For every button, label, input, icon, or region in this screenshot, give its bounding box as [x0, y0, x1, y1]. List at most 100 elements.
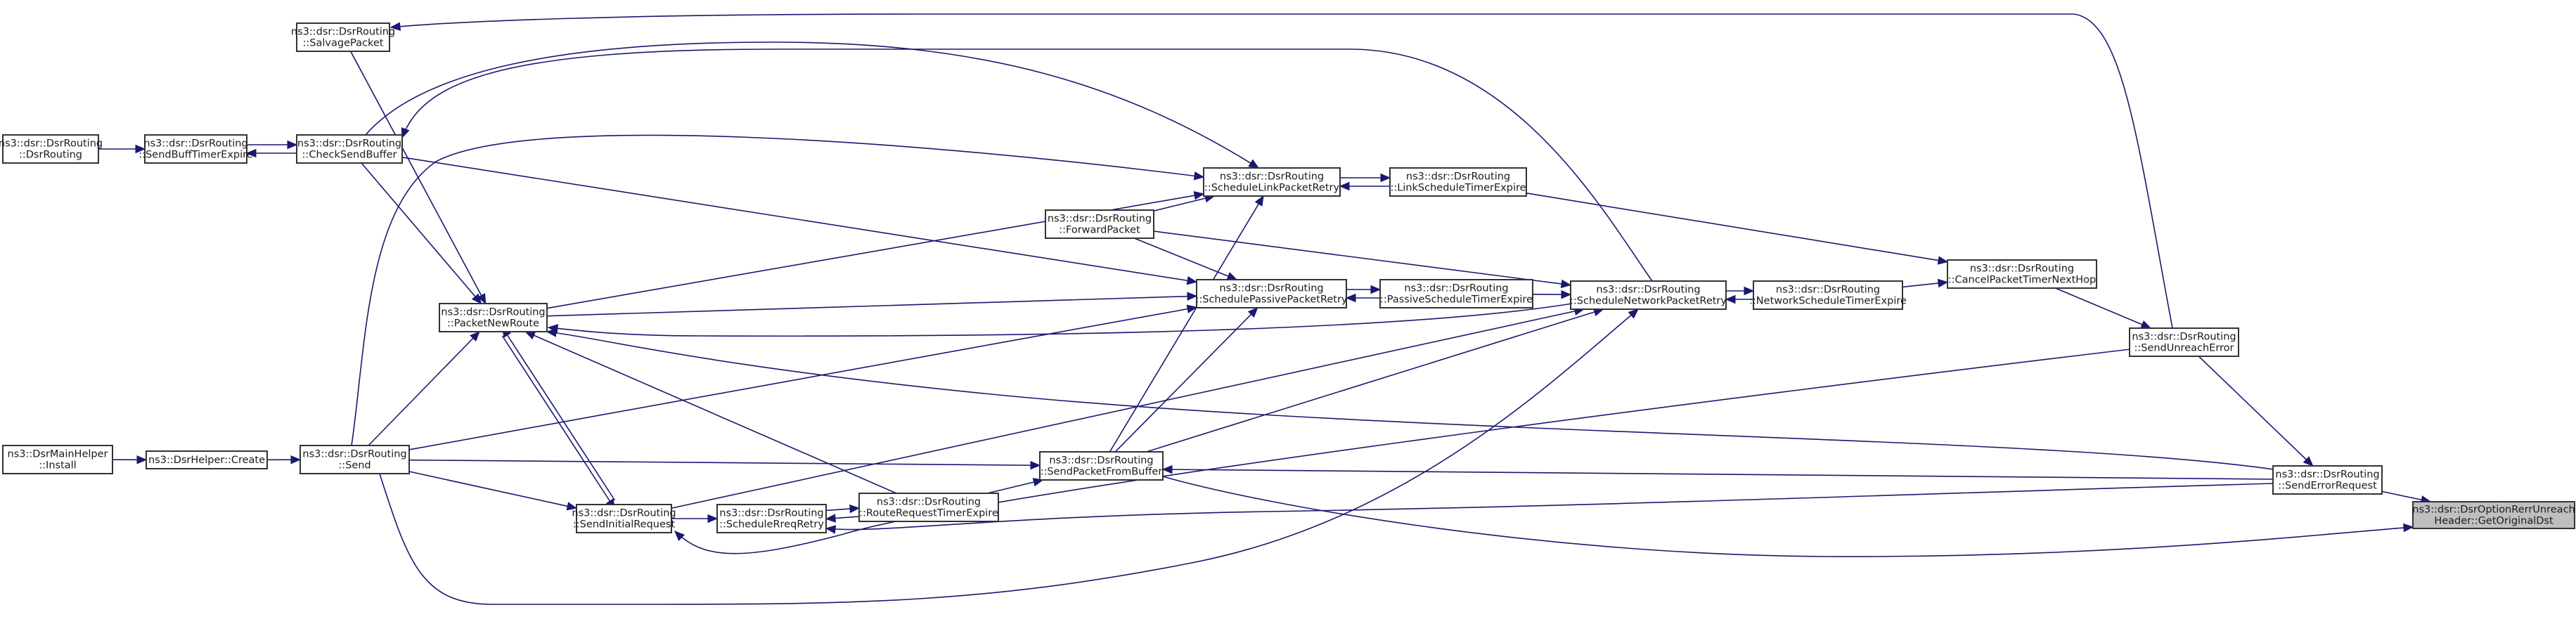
node-LinkScheduleTimerExpire[interactable]: ns3::dsr::DsrRouting::LinkScheduleTimerE… — [1389, 167, 1527, 197]
edge-ScheduleNetworkPacketRetry-to-NetworkScheduleTimerExpire — [1726, 286, 1755, 296]
node-SendErrorRequest[interactable]: ns3::dsr::DsrRouting::SendErrorRequest — [2272, 465, 2383, 495]
node-SendBuffTimerExpire[interactable]: ns3::dsr::DsrRouting::SendBuffTimerExpir… — [139, 134, 253, 164]
node-CancelPacketTimerNextHop[interactable]: ns3::dsr::DsrRouting::CancelPacketTimerN… — [1947, 259, 2097, 289]
edge-ScheduleRreqRetry-to-RouteRequestTimerExpire — [825, 504, 861, 514]
node-label-line: ns3::dsr::DsrRouting — [1048, 214, 1152, 225]
edge-Install-to-Create — [112, 455, 148, 464]
node-box — [1203, 167, 1341, 197]
edge-line — [365, 41, 1259, 169]
node-label-line: ::ScheduleNetworkPacketRetry — [1570, 296, 1727, 307]
node-PassiveScheduleTimerExpire[interactable]: ns3::dsr::DsrRouting::PassiveScheduleTim… — [1379, 279, 1533, 308]
edge-line — [1109, 195, 1264, 453]
node-label-line: ns3::dsr::DsrRouting — [877, 497, 981, 508]
node-box — [296, 22, 390, 52]
edge-line — [1162, 469, 2274, 480]
node-label-line: ::SalvagePacket — [303, 38, 384, 49]
edge-Send-to-SchedulePassivePacketRetry — [408, 304, 1198, 450]
node-ForwardPacket[interactable]: ns3::dsr::DsrRouting::ForwardPacket — [1045, 209, 1154, 239]
arrowhead-icon — [1254, 195, 1264, 207]
edge-SendUnreachError-to-SendErrorRequest — [2198, 356, 2314, 467]
arrowhead-icon — [389, 22, 401, 31]
node-box — [716, 504, 827, 533]
edge-SendErrorRequest-to-ScheduleRreqRetry — [825, 483, 2274, 534]
node-SalvagePacket[interactable]: ns3::dsr::DsrRouting::SalvagePacket — [291, 22, 395, 52]
edge-Create-to-Send — [266, 455, 302, 464]
arrowhead-icon — [1193, 191, 1205, 200]
node-box — [1379, 279, 1533, 308]
node-label-line: ns3::DsrMainHelper — [8, 449, 108, 460]
arrowhead-icon — [470, 331, 480, 342]
node-label-line: ::ScheduleRreqRetry — [719, 519, 824, 531]
node-label-line: ::RouteRequestTimerExpire — [859, 508, 998, 519]
node-label-line: ns3::dsr::DsrRouting — [291, 27, 395, 38]
node-SendPacketFromBuffer[interactable]: ns3::dsr::DsrRouting::SendPacketFromBuff… — [1039, 451, 1164, 481]
node-label-line: ns3::dsr::DsrRouting — [1404, 283, 1508, 294]
node-label-line: ::SchedulePassivePacketRetry — [1195, 294, 1347, 306]
node-NetworkScheduleTimerExpire[interactable]: ns3::dsr::DsrRouting::NetworkScheduleTim… — [1749, 280, 1907, 310]
arrowhead-icon — [1725, 294, 1736, 304]
node-Create[interactable]: ns3::DsrHelper::Create — [146, 450, 268, 469]
node-PacketNewRoute[interactable]: ns3::dsr::DsrRouting::PacketNewRoute — [439, 303, 548, 332]
node-box — [858, 493, 999, 522]
node-label-line: ns3::dsr::DsrOptionRerrUnreach — [2412, 505, 2575, 516]
edge-ScheduleNetworkPacketRetry-to-PacketNewRoute — [547, 303, 1573, 337]
edge-Send-to-SendInitialRequest — [408, 471, 578, 511]
arrowhead-icon — [1937, 278, 1949, 288]
node-label-line: ::NetworkScheduleTimerExpire — [1749, 296, 1907, 307]
arrowhead-icon — [290, 455, 302, 464]
node-label-line: ::LinkScheduleTimerExpire — [1390, 183, 1526, 194]
node-label-line: ns3::dsr::DsrRouting — [1049, 455, 1153, 467]
edge-PassiveScheduleTimerExpire-to-SchedulePassivePacketRetry — [1345, 293, 1380, 303]
edge-SendInitialRequest-to-PacketNewRoute — [501, 326, 616, 501]
node-SendUnreachError[interactable]: ns3::dsr::DsrRouting::SendUnreachError — [2129, 327, 2239, 357]
arrowhead-icon — [1226, 272, 1238, 280]
node-label-line: ns3::dsr::DsrRouting — [1776, 285, 1880, 296]
node-label-line: ns3::dsr::DsrRouting — [2275, 469, 2379, 481]
node-CheckSendBuffer[interactable]: ns3::dsr::DsrRouting::CheckSendBuffer — [296, 134, 403, 164]
edge-SendErrorRequest-to-PacketNewRoute — [546, 328, 2274, 470]
node-ScheduleLinkPacketRetry[interactable]: ns3::dsr::DsrRouting::ScheduleLinkPacket… — [1203, 167, 1341, 197]
edge-line — [1162, 476, 2414, 557]
arrowhead-icon — [547, 324, 559, 333]
edge-line — [1153, 230, 1571, 286]
edge-line — [1134, 238, 1237, 280]
edge-CancelPacketTimerNextHop-to-SendUnreachError — [2055, 287, 2152, 329]
arrowhead-icon — [1744, 286, 1755, 296]
node-box — [1389, 167, 1527, 197]
node-ScheduleNetworkPacketRetry[interactable]: ns3::dsr::DsrRouting::ScheduleNetworkPac… — [1570, 280, 1727, 310]
arrowhead-icon — [2140, 320, 2152, 329]
edge-PacketNewRoute-to-ScheduleLinkPacketRetry — [546, 191, 1205, 309]
node-SchedulePassivePacketRetry[interactable]: ns3::dsr::DsrRouting::SchedulePassivePac… — [1195, 279, 1348, 308]
edge-RouteRequestTimerExpire-to-PacketNewRoute — [524, 331, 897, 494]
arrowhead-icon — [1628, 308, 1639, 319]
edge-line — [408, 471, 577, 509]
node-Send[interactable]: ns3::dsr::DsrRouting::Send — [300, 445, 410, 474]
node-DsrRouting[interactable]: ns3::dsr::DsrRouting::DsrRouting — [0, 134, 103, 164]
node-label-line: ::Send — [338, 460, 371, 472]
node-box — [2412, 501, 2575, 529]
edge-CheckSendBuffer-to-ScheduleLinkPacketRetry — [365, 41, 1260, 169]
node-RouteRequestTimerExpire[interactable]: ns3::dsr::DsrRouting::RouteRequestTimerE… — [858, 493, 999, 522]
edges-layer — [98, 13, 2432, 605]
node-Install[interactable]: ns3::DsrMainHelper::Install — [2, 445, 113, 474]
edge-line — [525, 331, 897, 494]
node-label-line: ns3::dsr::DsrRouting — [143, 138, 247, 150]
node-label-line: ::SendPacketFromBuffer — [1041, 467, 1163, 478]
arrowhead-icon — [524, 331, 536, 340]
node-box — [1039, 451, 1164, 481]
node-box — [576, 504, 672, 533]
arrowhead-icon — [477, 293, 487, 305]
node-label-line: ::SendBuffTimerExpire — [139, 150, 252, 161]
arrowhead-icon — [1370, 285, 1382, 294]
node-label-line: ::SendUnreachError — [2134, 343, 2234, 354]
node-SendInitialRequest[interactable]: ns3::dsr::DsrRouting::SendInitialRequest — [572, 504, 676, 533]
edge-line — [546, 331, 2274, 470]
node-label-line: ::PassiveScheduleTimerExpire — [1380, 294, 1533, 306]
node-box — [296, 134, 403, 164]
edge-CheckSendBuffer-to-PacketNewRoute — [361, 162, 482, 304]
edge-RouteRequestTimerExpire-to-ScheduleRreqRetry — [825, 514, 860, 523]
node-label-line: ns3::dsr::DsrRouting — [719, 508, 823, 519]
node-ScheduleRreqRetry[interactable]: ns3::dsr::DsrRouting::ScheduleRreqRetry — [716, 504, 827, 533]
edge-line — [825, 483, 2274, 531]
node-label-line: ::CheckSendBuffer — [302, 150, 397, 161]
